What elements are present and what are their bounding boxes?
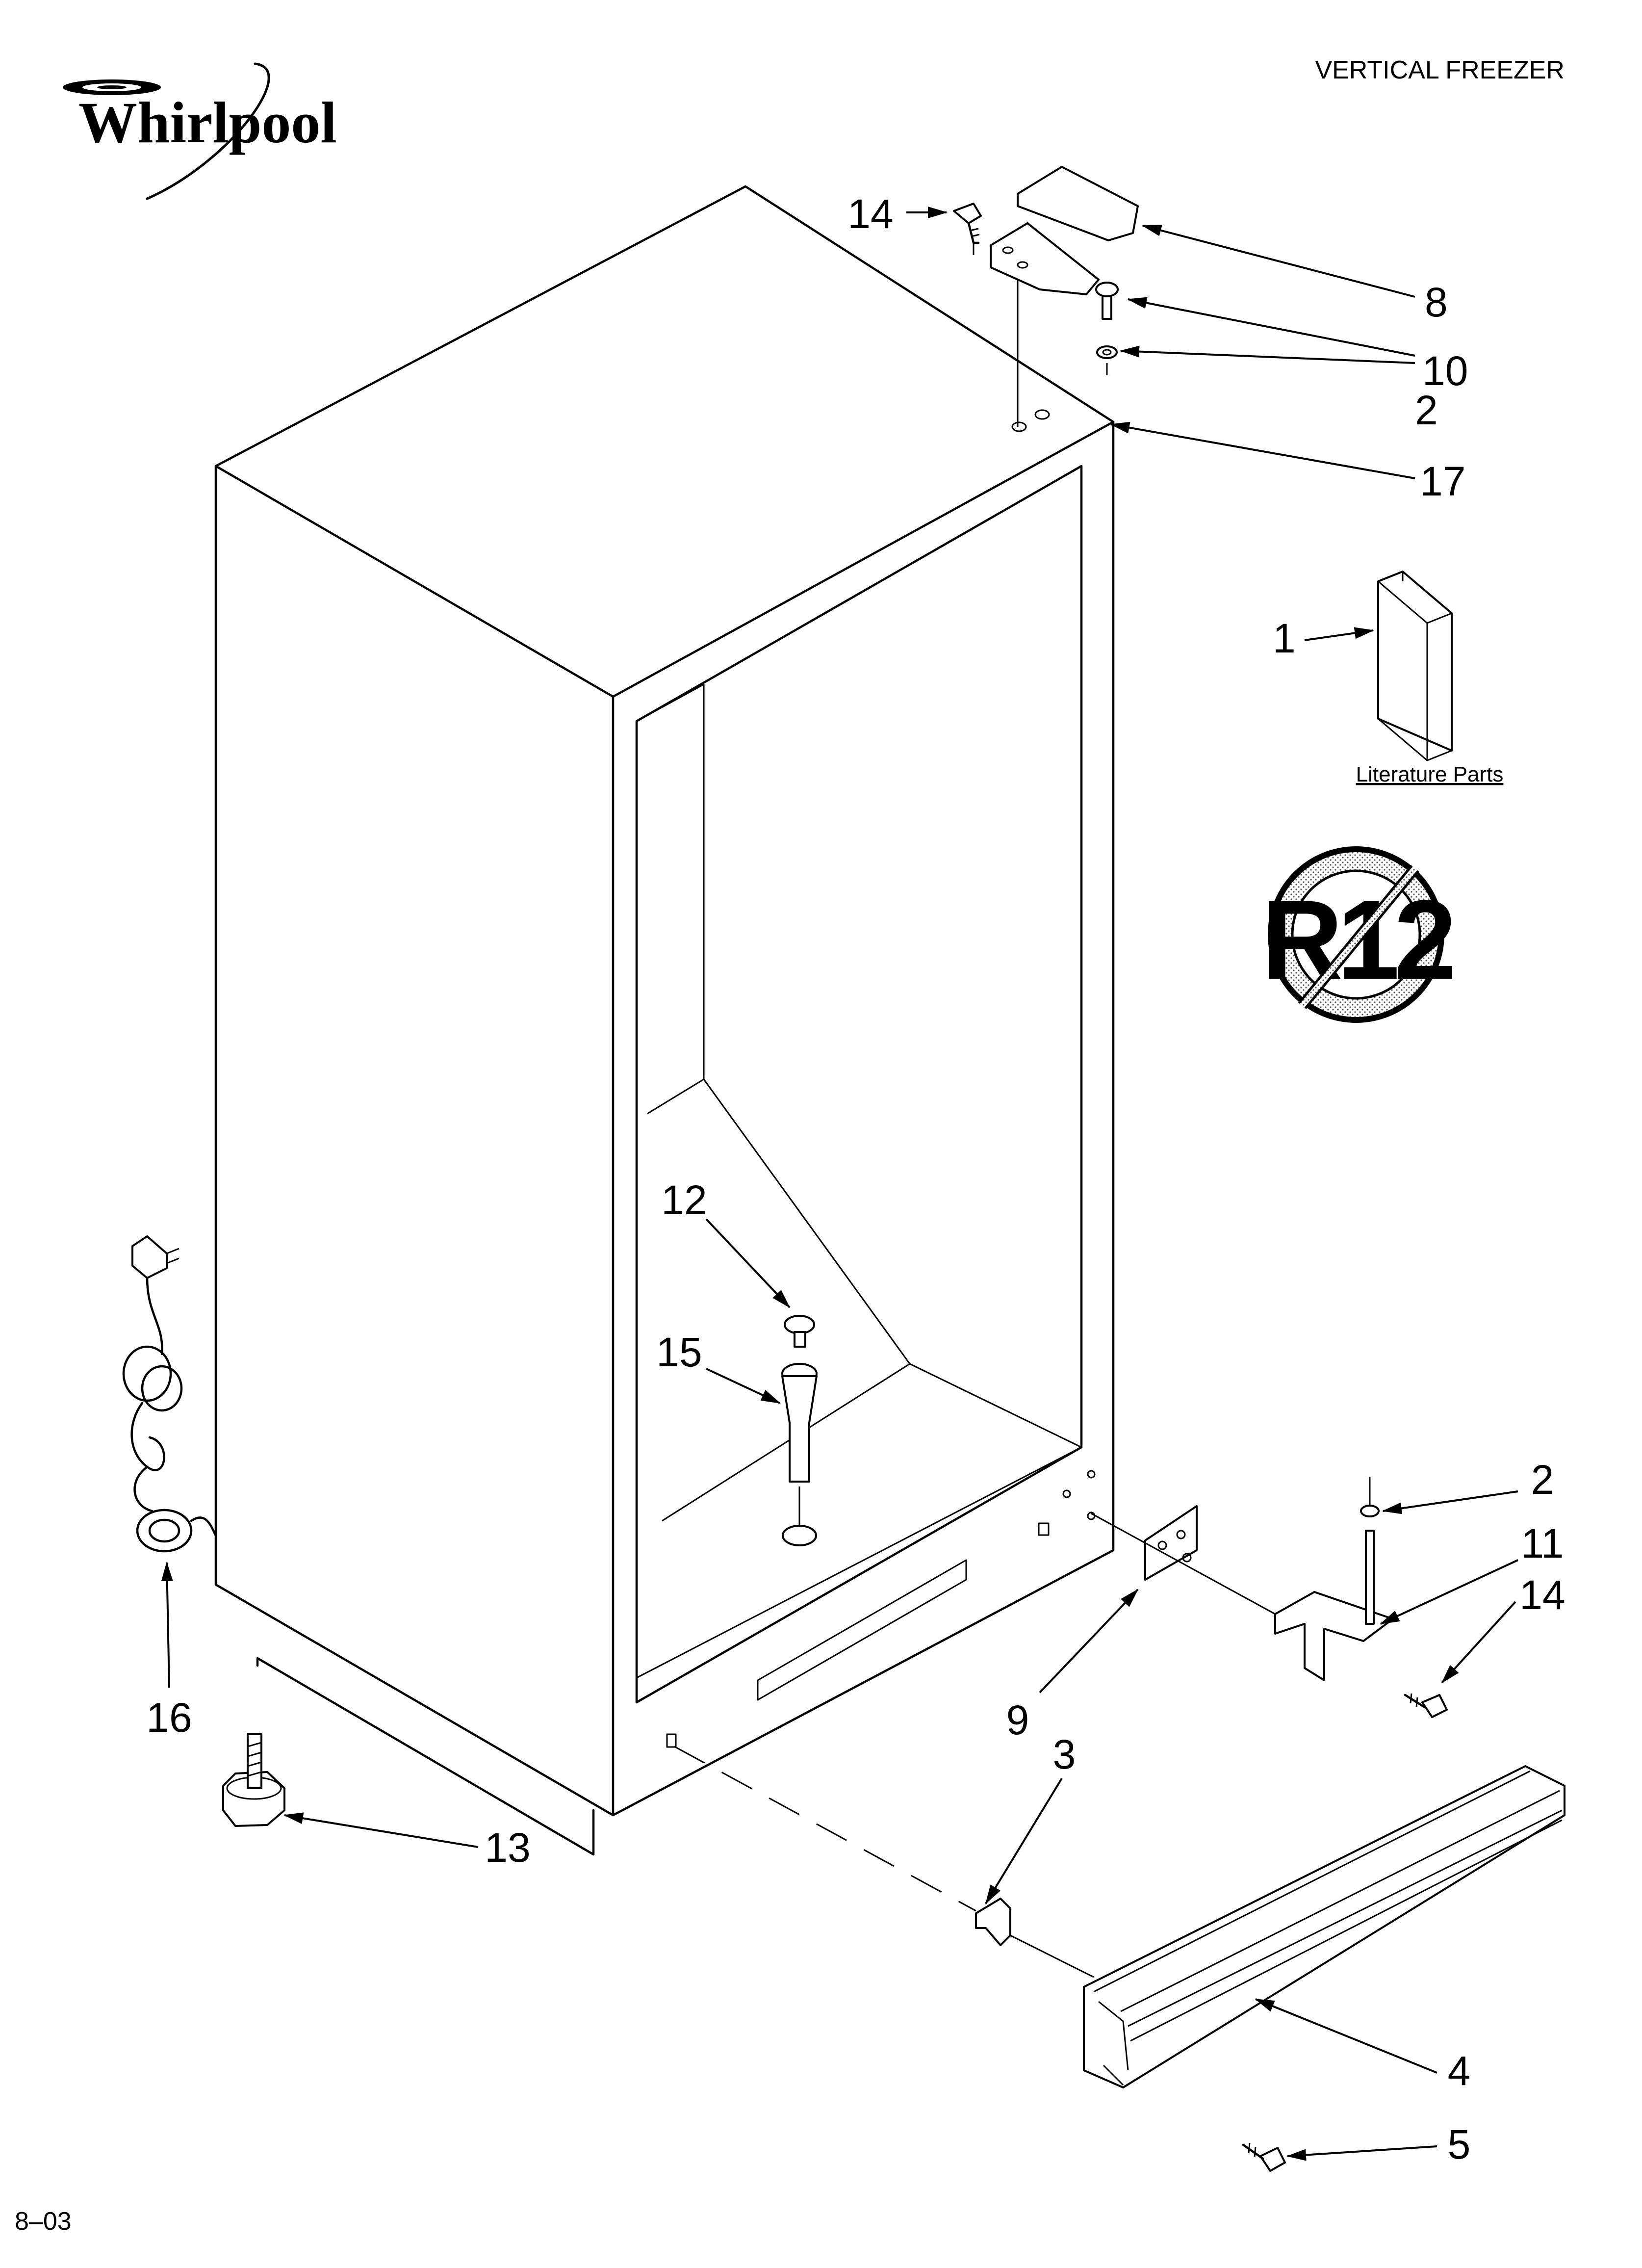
hinge-top: [953, 166, 1139, 427]
diagram-title: VERTICAL FREEZER: [1315, 56, 1565, 84]
callout-2: 2: [1415, 387, 1438, 433]
leveling-leg: [222, 1733, 285, 1827]
literature-parts-label: Literature Parts: [1356, 762, 1504, 786]
screw-icon: [1404, 1693, 1448, 1718]
brand-name: Whirlpool: [78, 90, 337, 155]
callout-10: 10: [1422, 348, 1468, 394]
freezer-cabinet: [214, 185, 1115, 1856]
whirlpool-logo: Whirlpool: [63, 62, 337, 200]
screw-icon: [1242, 2142, 1286, 2172]
callout-2-bottom: 2: [1531, 1457, 1554, 1503]
callout-11: 11: [1521, 1520, 1564, 1566]
hinge-bottom: [1091, 1477, 1448, 1718]
callout-3: 3: [1053, 1731, 1076, 1777]
callout-8: 8: [1425, 279, 1448, 325]
callout-13: 13: [485, 1825, 530, 1871]
no-r12-icon: R12: [1261, 846, 1458, 1023]
screw-icon: [953, 203, 982, 255]
callout-12: 12: [661, 1177, 707, 1223]
toe-grille-clip: [674, 1746, 1094, 1978]
callout-16: 16: [146, 1694, 192, 1741]
callout-5: 5: [1448, 2121, 1471, 2167]
callout-leaders: [161, 207, 1518, 2161]
callout-numbers: 14 8 10 2 17 1 12 15 2 11 14 9 16 3 13 4…: [146, 191, 1565, 2167]
revision-code: 8–03: [15, 2207, 72, 2236]
callout-17: 17: [1420, 458, 1465, 504]
callout-15: 15: [656, 1329, 702, 1375]
callout-4: 4: [1448, 2048, 1471, 2094]
toe-grille: [1083, 1765, 1565, 2172]
drain-assembly: [781, 1315, 818, 1546]
callout-14-bottom: 14: [1519, 1572, 1565, 1618]
callout-9: 9: [1006, 1697, 1029, 1743]
power-cord: [122, 1235, 217, 1553]
callout-14: 14: [847, 191, 893, 237]
literature-booklet: Literature Parts: [1356, 571, 1504, 786]
callout-1: 1: [1273, 615, 1296, 661]
